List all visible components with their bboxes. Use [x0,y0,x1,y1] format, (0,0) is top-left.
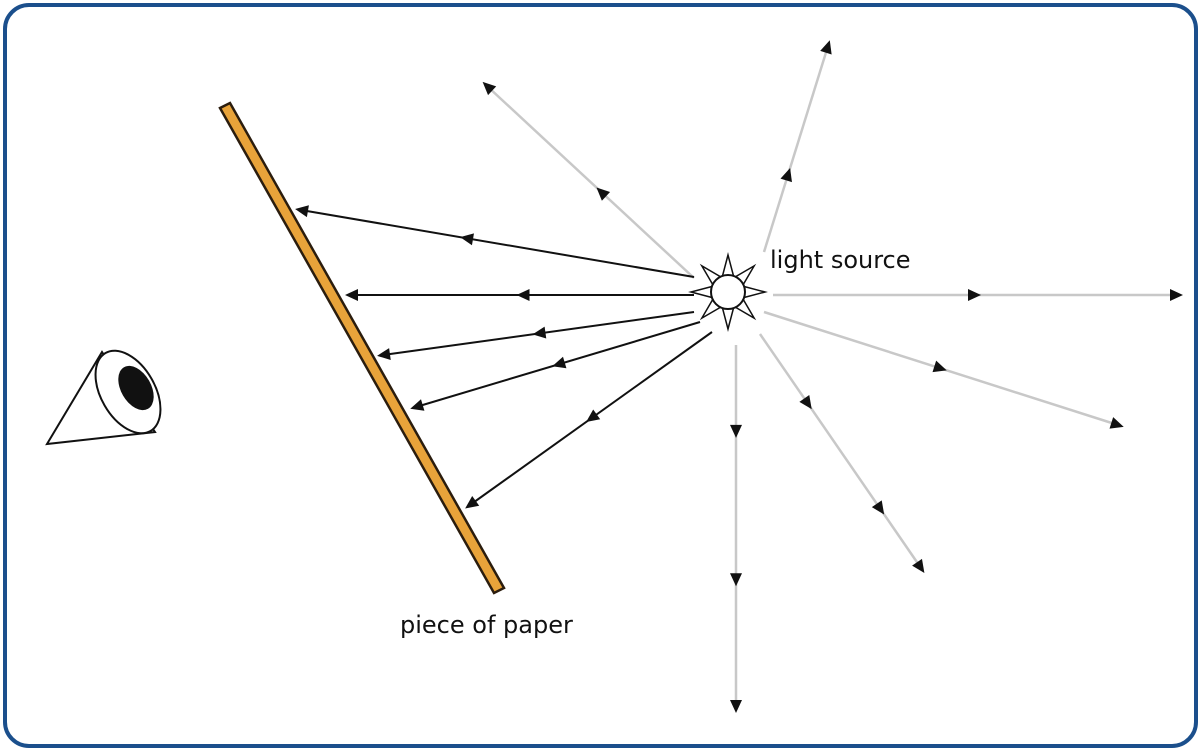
unreflected-ray-5-arrowhead [871,500,885,515]
paper-label: piece of paper [400,611,573,639]
unreflected-ray-6-arrowhead [730,700,742,713]
unreflected-ray-5-arrowhead [799,395,812,410]
unreflected-ray-5-arrowhead [912,558,925,573]
unreflected-ray-2-arrowhead [780,167,792,183]
ray-to-paper-1-arrowhead [295,205,309,218]
sun-ray-spike [688,285,713,299]
unreflected-ray-4-arrowhead [1109,417,1124,429]
sun-ray-spike [721,252,735,277]
ray-to-paper-5-arrowhead [465,496,480,509]
ray-to-paper-3-arrowhead [377,348,391,360]
unreflected-ray-2-arrowhead [820,40,832,55]
sun-ray-spike [721,307,735,332]
unreflected-ray-3-arrowhead [968,289,981,301]
light-source-label: light source [770,246,911,274]
eye-icon [45,349,162,446]
ray-to-paper-4-arrowhead [410,399,425,411]
ray-to-paper-3-arrowhead [532,326,547,339]
ray-to-paper-2-arrowhead [345,289,358,301]
unreflected-ray-5 [758,333,923,569]
light-reflection-diagram: light source piece of paper [45,40,1183,713]
unreflected-ray-6-arrowhead [730,424,742,438]
unreflected-ray-2 [762,45,830,253]
ray-to-paper-2-arrowhead [516,289,530,301]
ray-to-paper-1-arrowhead [460,233,474,246]
unreflected-ray-6-arrowhead [730,573,742,587]
unreflected-ray-1-arrowhead [596,187,611,201]
diagram-frame [3,3,1198,748]
ray-to-paper-1 [300,209,695,278]
sun-icon [688,252,768,332]
unreflected-ray-1 [486,85,695,279]
unreflected-rays [482,40,1183,713]
unreflected-ray-3-arrowhead [1170,289,1183,301]
rays-to-paper [295,205,713,509]
sun-ray-spike [743,285,768,299]
ray-to-paper-4-arrowhead [552,356,567,369]
unreflected-ray-4-arrowhead [932,360,947,373]
ray-to-paper-5-arrowhead [586,409,601,422]
paper-sheet [218,101,506,595]
unreflected-ray-1-arrowhead [482,81,497,96]
